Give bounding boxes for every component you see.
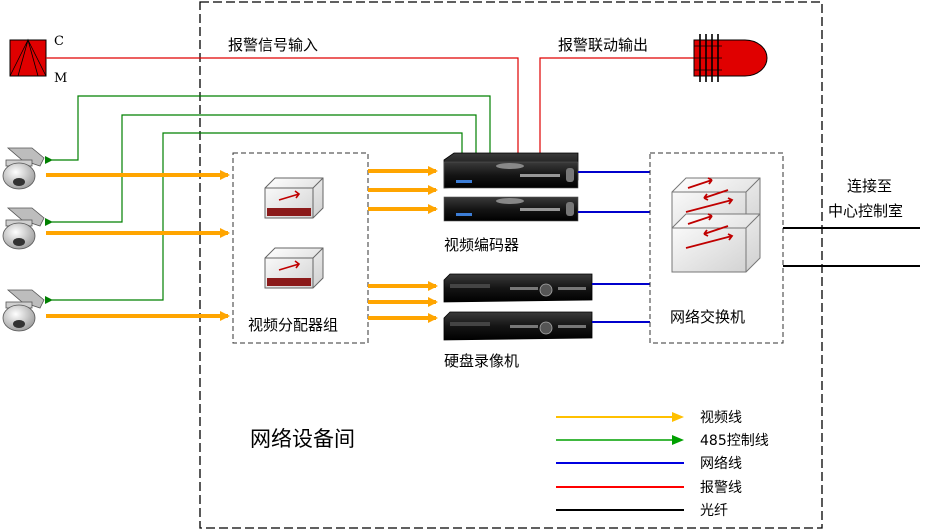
legend-label-network: 网络线 <box>700 456 742 472</box>
encoder-device-1 <box>443 152 579 189</box>
detector-label-m: M <box>54 71 67 86</box>
camera-icon-3 <box>2 289 45 332</box>
alarm-input-line <box>46 57 519 160</box>
alarm-output-label: 报警联动输出 <box>558 36 648 54</box>
alarm-detector-icon <box>9 38 47 77</box>
switch-box <box>649 152 784 344</box>
legend-label-video: 视频线 <box>700 410 742 426</box>
legend-label-alarm: 报警线 <box>700 480 742 496</box>
camera-icon-2 <box>2 207 45 250</box>
room-label: 网络设备间 <box>250 427 355 451</box>
splitter-group-label: 视频分配器组 <box>248 316 338 334</box>
legend-label-fiber: 光纤 <box>700 503 728 519</box>
alarm-output-line <box>539 57 694 160</box>
splitter-icon-2 <box>264 247 324 289</box>
control-line-1 <box>45 95 491 164</box>
dvr-device-1 <box>443 273 593 303</box>
control-line-2 <box>45 114 477 226</box>
camera-icon-1 <box>2 147 45 190</box>
detector-label-c: C <box>54 34 64 49</box>
splitter-group-box <box>232 152 369 344</box>
alarm-input-label: 报警信号输入 <box>228 36 318 54</box>
switch-label: 网络交换机 <box>670 308 745 326</box>
encoder-device-2 <box>443 196 579 222</box>
dvr-label: 硬盘录像机 <box>444 352 519 370</box>
connect-label-line1: 连接至 <box>847 177 892 195</box>
control-line-3 <box>45 132 463 304</box>
splitter-icon-1 <box>264 177 324 219</box>
encoder-label: 视频编码器 <box>444 236 519 254</box>
switch-icon-2 <box>671 213 761 273</box>
alarm-siren-icon <box>693 34 768 82</box>
connect-label-line2: 中心控制室 <box>828 202 903 220</box>
dvr-device-2 <box>443 311 593 341</box>
legend-label-control: 485控制线 <box>700 433 769 449</box>
legend: 视频线 485控制线 网络线 报警线 光纤 <box>556 410 769 519</box>
